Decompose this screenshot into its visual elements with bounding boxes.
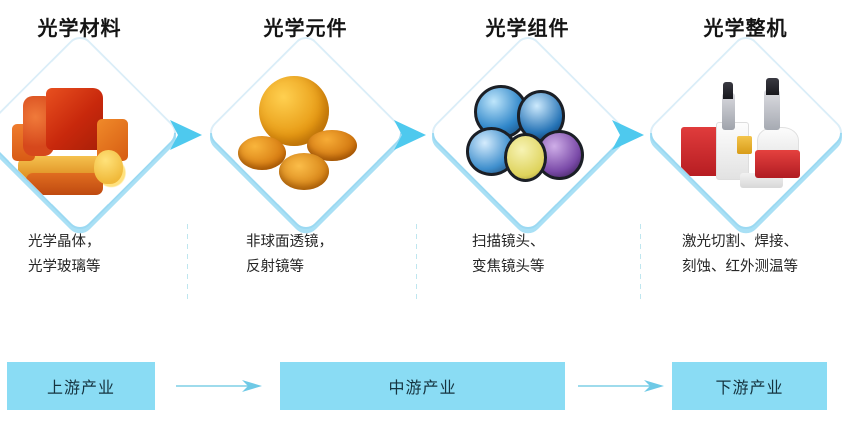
diamond-frame [425, 31, 630, 235]
chain-bar-downstream[interactable]: 下游产业 [672, 362, 827, 410]
diamond-frame [203, 31, 408, 235]
chain-bar-label: 下游产业 [715, 380, 784, 397]
stage-column-optical-machine: 光学整机 激光切割、焊接、 刻蚀、红外测温等 [638, 0, 853, 330]
stage-arrow-1 [166, 117, 206, 153]
stage-arrow-3 [608, 117, 648, 153]
stage-title: 光学组件 [485, 18, 570, 40]
chain-arrow-upstream-to-midstream [176, 378, 262, 394]
chain-bar-midstream[interactable]: 中游产业 [280, 362, 565, 410]
stage-column-optical-assembly: 光学组件 扫描镜头、 变焦镜头等 [420, 0, 635, 330]
stage-title: 光学整机 [703, 18, 788, 40]
diamond-frame [0, 31, 182, 235]
chain-bar-label: 上游产业 [46, 380, 115, 397]
stage-title: 光学材料 [37, 18, 122, 40]
section-divider [416, 224, 417, 304]
stage-column-optical-component: 光学元件 非球面透镜， 反射镜等 [198, 0, 413, 330]
stage-title: 光学元件 [263, 18, 348, 40]
aspheric-lens-discs-photo [234, 62, 377, 204]
stage-column-optical-material: 光学材料 光学晶体， 光学玻璃等 [0, 0, 187, 330]
stage-description: 扫描镜头、 变焦镜头等 [472, 234, 545, 275]
stage-image-frame [643, 31, 848, 235]
coated-lens-assembly-photo [456, 62, 599, 204]
stage-image-frame [203, 31, 408, 235]
optical-crystal-blocks-photo [8, 62, 151, 204]
stage-description: 激光切割、焊接、 刻蚀、红外测温等 [682, 234, 798, 275]
stage-image-frame [0, 31, 182, 235]
stage-description: 非球面透镜， 反射镜等 [246, 234, 333, 275]
stage-arrow-2 [390, 117, 430, 153]
stage-image-frame [425, 31, 630, 235]
section-divider [187, 224, 188, 304]
laser-machine-equipment-photo [674, 62, 817, 204]
chain-bar-upstream[interactable]: 上游产业 [7, 362, 155, 410]
diamond-frame [643, 31, 848, 235]
chain-arrow-midstream-to-downstream [578, 378, 664, 394]
stage-description: 光学晶体， 光学玻璃等 [28, 234, 101, 275]
section-divider [640, 224, 641, 304]
chain-bar-label: 中游产业 [388, 380, 457, 397]
